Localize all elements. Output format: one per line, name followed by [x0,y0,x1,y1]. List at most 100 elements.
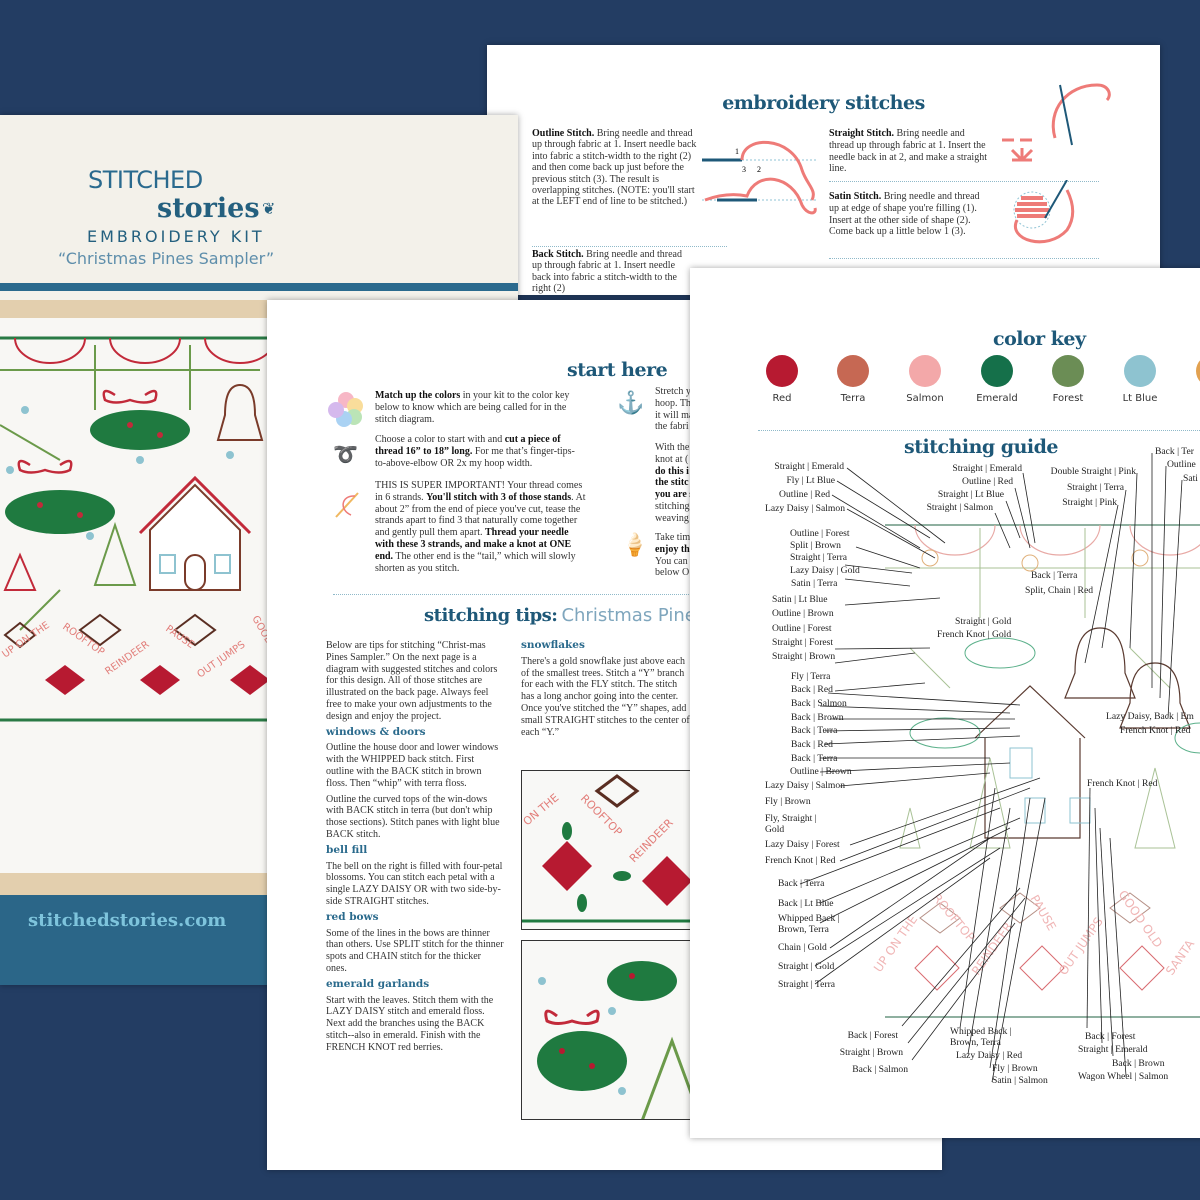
divider [333,594,693,595]
guide-label: Split | Brown [790,540,841,551]
guide-label: French Knot | Red [1120,725,1191,736]
color-swatch-emerald: Emerald [967,355,1027,404]
stitching-tips-title: stitching tips: Christmas Pine [424,605,696,626]
stitching-guide-title: stitching guide [904,436,1058,458]
guide-label: Back | Salmon [852,1064,908,1075]
guide-label: Outline | Forest [772,623,832,634]
guide-label: Straight | Brown [839,1047,903,1058]
guide-label: Straight | Gold [955,616,1012,627]
color-swatch-salmon: Salmon [895,355,955,404]
swatch-circle [837,355,869,387]
swatch-circle [981,355,1013,387]
guide-label: Double Straight | Pink [1050,466,1136,477]
color-key-title: color key [993,328,1086,350]
guide-label: Lazy Daisy | Gold [790,565,860,576]
straight-stitch-diagram-icon [1002,83,1111,162]
start-here-title: start here [567,359,668,381]
embroidery-stitches-title: embroidery stitches [722,92,925,114]
website-link[interactable]: stitchedstories.com [28,910,227,931]
svg-text:ROOFTOP: ROOFTOP [930,891,978,944]
step-match-colors: Match up the colors in your kit to the c… [375,390,570,425]
color-swatch-gold [1182,355,1200,393]
stitching-diagram: UP ON THE ROOFTOP REINDEER PAUSE OUT JUM… [799,453,1200,1083]
guide-label: Outline | Brown [790,766,852,777]
svg-text:1: 1 [735,147,739,156]
svg-text:2: 2 [757,165,761,174]
straight-stitch-text: Straight Stitch. Bring needle and thread… [829,128,987,175]
divider [532,246,727,247]
logo-stories: stories [157,193,260,224]
outline-stitch-text: Outline Stitch. Bring needle and thread … [532,128,697,208]
guide-label: Lazy Daisy | Forest [765,839,840,850]
guide-label: Lazy Daisy | Salmon [765,780,845,791]
color-wheel-icon [328,392,363,427]
back-stitch-text: Back Stitch. Bring needle and thread up … [532,249,682,295]
guide-label: Back | Terra [791,753,838,764]
guide-label: French Knot | Red [765,855,836,866]
step-cut-thread: Choose a color to start with and cut a p… [375,434,575,469]
svg-text:3: 3 [742,165,746,174]
anchor-icon: ⚓ [617,390,645,415]
ice-cream-icon: 🍦 [621,532,649,557]
divider [829,181,1099,182]
guide-label: Straight | Emerald [952,463,1022,474]
section-title: bell fill [326,843,368,856]
section-title: emerald garlands [326,977,430,990]
tips-right-column: snowflakes There's a gold snowflake just… [521,639,693,738]
guide-label: Back | Red [791,684,833,695]
guide-label: Back | Forest [847,1030,898,1041]
color-swatch-terra: Terra [823,355,883,404]
divider [758,430,1200,431]
swatch-circle [1052,355,1084,387]
guide-label: Fly | Brown [765,796,811,807]
guide-label: French Knot | Gold [937,629,1012,640]
divider [829,258,1099,259]
cover-header: STITCHED stories ❦ EMBROIDERY KIT “Chris… [0,115,518,283]
swatch-circle [909,355,941,387]
step-knot: With the knot at (do this i the stitc yo… [655,442,693,524]
needle-thread-icon [335,492,359,518]
guide-label: Straight | Pink [1062,497,1117,508]
guide-label: Back | Salmon [791,698,847,709]
tips-intro: Below are tips for stitching “Christ-mas… [326,640,498,722]
guide-label: Straight | Brown [772,651,836,662]
color-swatch-forest: Forest [1038,355,1098,404]
swatch-circle [1124,355,1156,387]
color-key-stitching-guide-page: color key Red Terra Salmon Emerald Fores… [690,268,1200,1138]
guide-label: Lazy Daisy | Salmon [765,503,845,514]
guide-label: Straight | Terra [1066,482,1124,493]
guide-label: Straight | Forest [772,637,834,648]
swatch-circle [1196,355,1200,387]
tips-left-column: Below are tips for stitching “Christ-mas… [326,640,504,1053]
guide-label: Back | Terra [1031,570,1078,581]
guide-label: Satin | Salmon [992,1075,1048,1086]
guide-label: Back | Terra [778,878,825,889]
guide-label: Back | Ter [1155,446,1194,457]
svg-text:PAUSE: PAUSE [1027,893,1058,933]
guide-label: Fly | Lt Blue [786,475,835,486]
outline-stitch-diagram-icon: 13 2 [702,140,817,215]
embroidery-stitches-page: embroidery stitches Outline Stitch. Brin… [487,45,1160,295]
guide-label: Fly | Brown [992,1063,1038,1074]
embroidery-kit-label: EMBROIDERY KIT [87,227,265,246]
guide-label: Lazy Daisy | Red [956,1050,1023,1061]
svg-text:SANTA: SANTA [1163,937,1198,978]
satin-stitch-text: Satin Stitch. Bring needle and thread up… [829,191,980,238]
guide-label: Fly, Straight | Gold [765,813,817,835]
guide-label: Straight | Gold [778,961,835,972]
swatch-circle [766,355,798,387]
guide-label: Back | Lt Blue [778,898,834,909]
guide-label: Straight | Emerald [1078,1044,1148,1055]
guide-label: Whipped Back | Brown, Terra [950,1026,1012,1048]
guide-label: Back | Red [791,739,833,750]
tape-measure-icon: ➰ [333,444,358,466]
section-title: windows & doors [326,725,426,738]
guide-label: Chain | Gold [778,942,827,953]
step-stretch-hoop: Stretch y hoop. Th it will ma the fabri [655,386,694,433]
section-title: red bows [326,910,379,923]
guide-label: Back | Forest [1085,1031,1136,1042]
guide-label: Outline [1167,459,1196,470]
closeup-photo-1: ON THE ROOFTOP REINDEER [521,770,693,930]
satin-stitch-diagram-icon [1013,180,1075,244]
